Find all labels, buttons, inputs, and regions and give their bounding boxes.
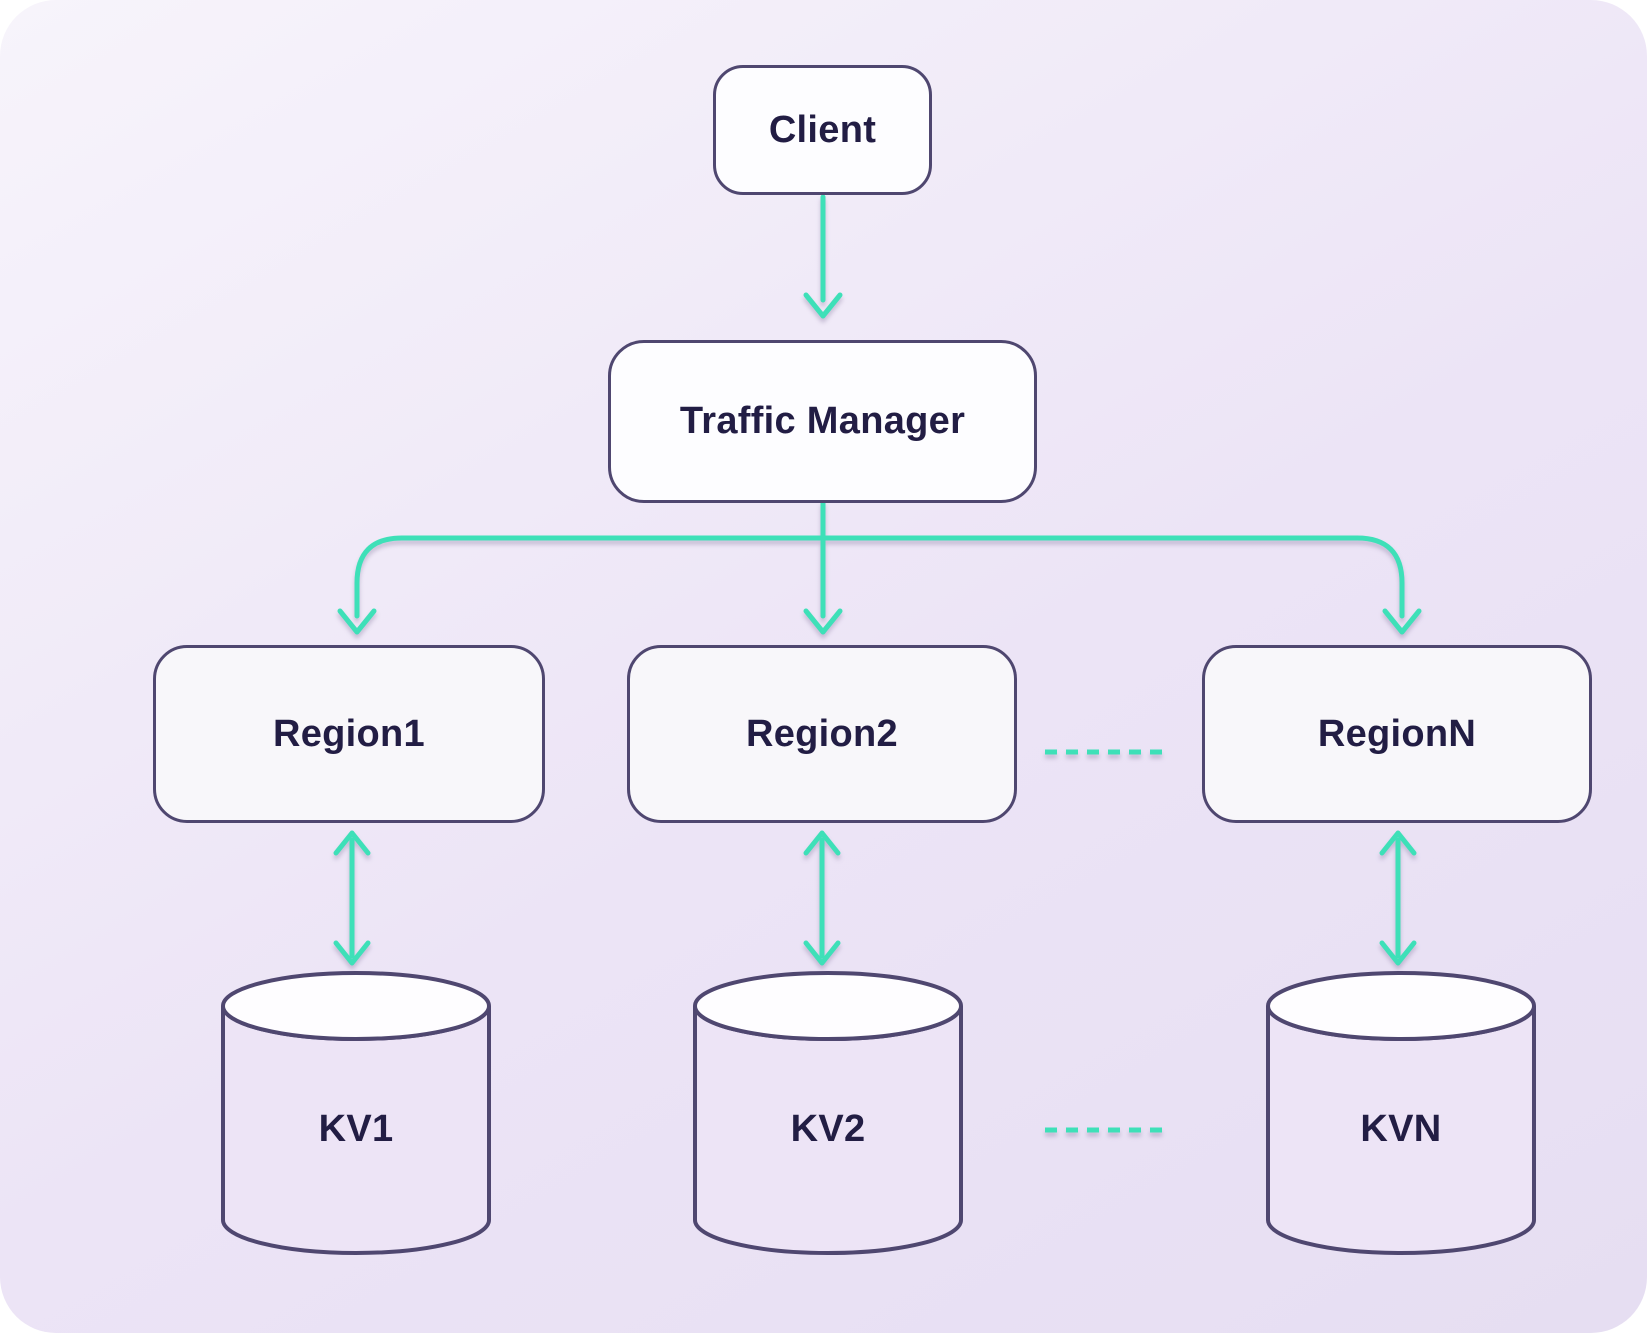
arrow-down-icon [803,292,843,319]
arrow-up-icon [1379,830,1417,856]
node-client: Client [713,65,932,195]
arrow-down-icon [1382,608,1422,635]
kv1-cylinder-top [221,971,491,1041]
kvn-label: KVN [1360,1108,1442,1150]
kvn-cylinder-top [1266,971,1536,1041]
kv2-label: KV2 [790,1108,866,1150]
node-regionn-label: RegionN [1317,712,1477,755]
node-traffic-manager-label: Traffic Manager [679,400,966,442]
arrow-down-icon [803,608,843,635]
node-regionn: RegionN [1202,645,1592,823]
arrow-up-icon [333,830,371,856]
arrow-up-icon [803,830,841,856]
node-traffic-manager: Traffic Manager [608,340,1037,503]
node-region1: Region1 [153,645,545,823]
node-region2: Region2 [627,645,1017,823]
node-region1-label: Region1 [272,712,425,755]
kv-cylinder-group [221,971,1536,1255]
connector-group [333,194,1422,1133]
node-region2-label: Region2 [745,712,898,755]
kv2-cylinder-top [693,971,963,1041]
node-client-label: Client [768,108,877,151]
traffic-manager-to-region1-line [354,535,826,619]
arrow-down-icon [333,940,371,966]
arrow-down-icon [803,940,841,966]
arrow-down-icon [337,608,377,635]
kv1-label: KV1 [318,1108,394,1150]
arrow-down-icon [1379,940,1417,966]
traffic-manager-to-regionn-line [820,535,1405,619]
